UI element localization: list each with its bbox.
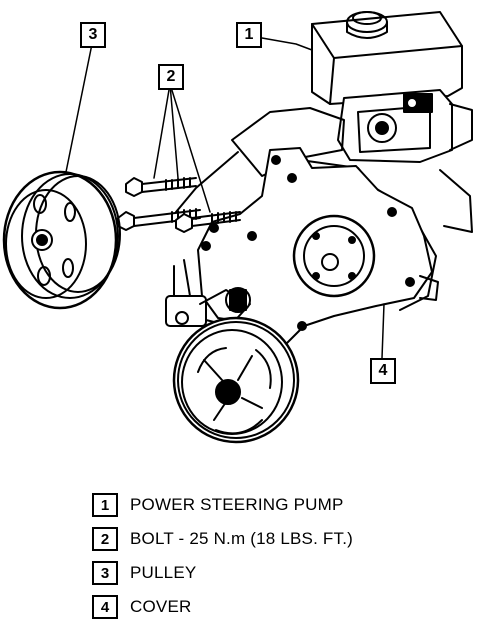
front-cover xyxy=(197,147,439,345)
callout-1: 1 xyxy=(236,22,262,48)
callout-3: 3 xyxy=(80,22,106,48)
power-steering-pump-body xyxy=(337,89,473,163)
power-steering-reservoir xyxy=(311,11,463,105)
legend-item: 3 PULLEY xyxy=(92,560,472,586)
legend-number: 2 xyxy=(92,527,118,551)
legend: 1 POWER STEERING PUMP 2 BOLT - 25 N.m (1… xyxy=(92,492,472,628)
legend-number: 4 xyxy=(92,595,118,619)
bolts xyxy=(117,177,241,233)
legend-number: 3 xyxy=(92,561,118,585)
legend-item: 2 BOLT - 25 N.m (18 LBS. FT.) xyxy=(92,526,472,552)
legend-label: COVER xyxy=(130,597,192,616)
leader-lines xyxy=(65,37,385,359)
legend-number: 1 xyxy=(92,493,118,517)
bolt-upper xyxy=(125,177,197,197)
bolt-lower xyxy=(175,211,241,233)
belt-tensioner xyxy=(165,259,251,327)
engine-assembly-drawing xyxy=(2,11,473,444)
legend-label: POWER STEERING PUMP xyxy=(130,495,344,514)
callout-4: 4 xyxy=(370,358,396,384)
callout-2: 2 xyxy=(158,64,184,90)
legend-item: 4 COVER xyxy=(92,594,472,620)
legend-item: 1 POWER STEERING PUMP xyxy=(92,492,472,518)
legend-label: BOLT - 25 N.m (18 LBS. FT.) xyxy=(130,529,353,548)
legend-label: PULLEY xyxy=(130,563,197,582)
pulley xyxy=(2,170,121,310)
lower-pulley xyxy=(172,316,300,444)
